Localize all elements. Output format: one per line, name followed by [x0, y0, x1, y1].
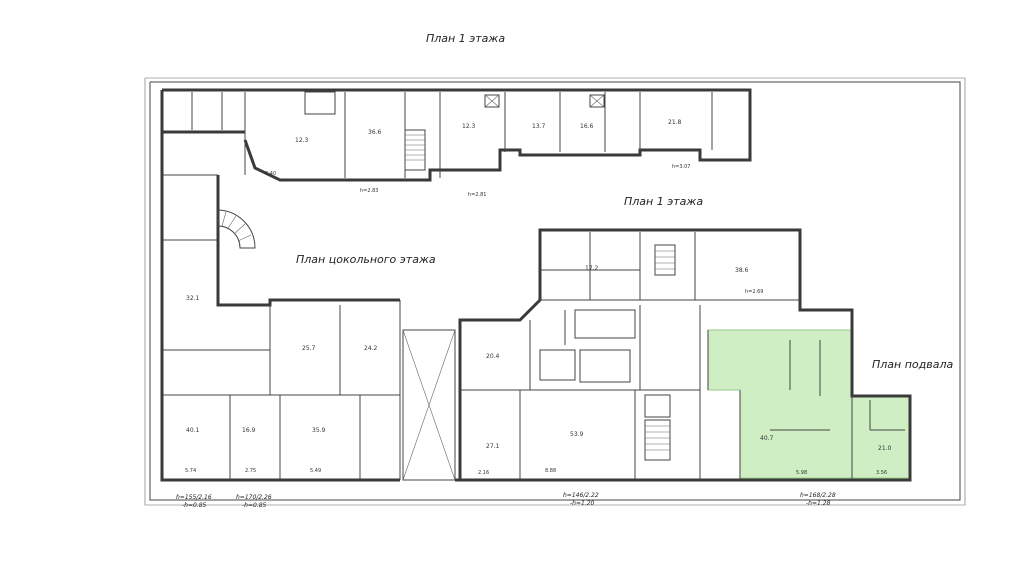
- svg-text:36.6: 36.6: [368, 129, 382, 136]
- svg-text:53.9: 53.9: [570, 431, 584, 438]
- highlighted-area: [707, 329, 911, 479]
- plan-basement-label: План подвала: [872, 358, 954, 371]
- svg-text:h=3.07: h=3.07: [672, 164, 691, 170]
- footnote-right2: -h=1.28: [806, 500, 831, 507]
- svg-text:25.7: 25.7: [302, 345, 316, 352]
- svg-text:13.7: 13.7: [532, 123, 546, 130]
- svg-text:40.7: 40.7: [760, 435, 774, 442]
- right-wing-walls: [455, 228, 912, 482]
- svg-text:38.6: 38.6: [735, 267, 749, 274]
- svg-text:2.16: 2.16: [478, 470, 489, 476]
- svg-text:40.1: 40.1: [186, 427, 200, 434]
- footnote-mid2: -h=1.20: [570, 500, 595, 507]
- svg-text:5.74: 5.74: [185, 468, 196, 474]
- svg-text:2.75: 2.75: [245, 468, 256, 474]
- footnote-left-b: h=170/2.26: [236, 494, 272, 501]
- svg-text:21.8: 21.8: [668, 119, 682, 126]
- dimension-texts: 12.3 36.6 12.3 13.7 16.6 21.8 32.1 25.7 …: [185, 119, 892, 476]
- svg-text:6.40: 6.40: [265, 171, 276, 177]
- svg-text:h=2.69: h=2.69: [745, 289, 764, 295]
- svg-text:h=2.83: h=2.83: [360, 188, 379, 194]
- svg-text:5.98: 5.98: [796, 470, 807, 476]
- svg-text:20.4: 20.4: [486, 353, 500, 360]
- svg-text:32.1: 32.1: [186, 295, 200, 302]
- svg-text:17.2: 17.2: [585, 265, 599, 272]
- plan-first-floor-right-label: План 1 этажа: [624, 195, 704, 208]
- site-boundary: [144, 77, 966, 506]
- plan-first-floor-top-label: План 1 этажа: [426, 32, 506, 45]
- footnote-left-a2: -h=0.85: [182, 502, 207, 509]
- footnote-mid: h=146/2.22: [563, 492, 599, 499]
- svg-text:12.3: 12.3: [295, 137, 309, 144]
- svg-text:8.88: 8.88: [545, 468, 556, 474]
- svg-text:24.2: 24.2: [364, 345, 378, 352]
- left-wing-walls: [160, 132, 456, 482]
- footnote-left-b2: -h=0.85: [242, 502, 267, 509]
- svg-text:35.9: 35.9: [312, 427, 326, 434]
- plan-ground-floor-label: План цокольного этажа: [296, 253, 436, 266]
- svg-text:12.3: 12.3: [462, 123, 476, 130]
- top-wing-walls: [160, 88, 752, 182]
- svg-text:16.6: 16.6: [580, 123, 594, 130]
- svg-text:5.49: 5.49: [310, 468, 321, 474]
- svg-text:h=2.81: h=2.81: [468, 192, 487, 198]
- svg-text:27.1: 27.1: [486, 443, 500, 450]
- footnote-left-a: h=155/2.16: [176, 494, 212, 501]
- footnote-right: h=168/2.28: [800, 492, 836, 499]
- svg-text:21.0: 21.0: [878, 445, 892, 452]
- svg-text:3.56: 3.56: [876, 470, 887, 476]
- svg-text:16.9: 16.9: [242, 427, 256, 434]
